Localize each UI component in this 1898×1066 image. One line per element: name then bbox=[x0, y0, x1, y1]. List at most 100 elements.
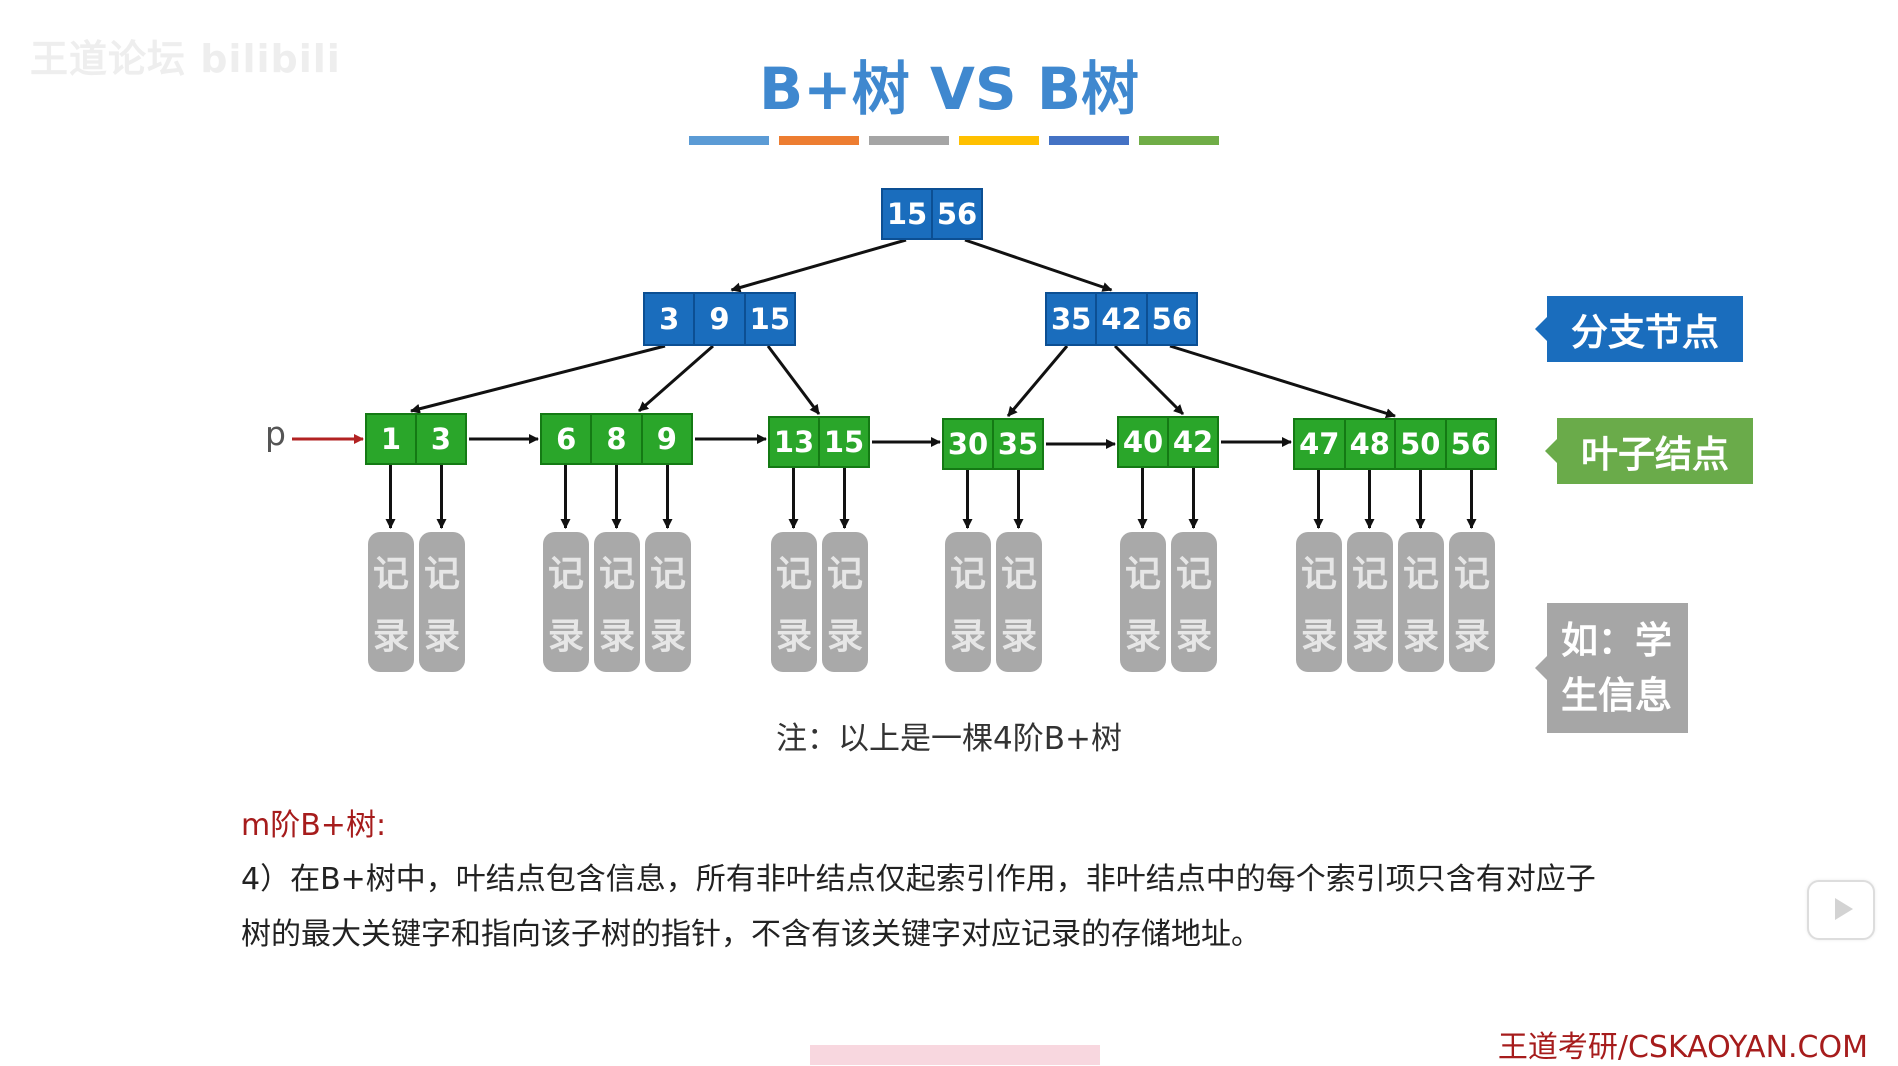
record-char: 录 bbox=[1402, 616, 1439, 657]
node-key: 42 bbox=[1167, 418, 1217, 466]
record-char: 记 bbox=[1175, 554, 1212, 595]
record-char: 记 bbox=[1453, 554, 1490, 595]
label-pointer-tip bbox=[1535, 656, 1547, 680]
record-block: 记录 bbox=[1171, 532, 1217, 672]
record-char: 录 bbox=[1300, 616, 1337, 657]
page-title: B+树 VS B树 bbox=[758, 55, 1140, 123]
node-key: 56 bbox=[931, 190, 981, 238]
node-key: 56 bbox=[1145, 294, 1196, 344]
branch-node-label: 分支节点 bbox=[1535, 296, 1743, 362]
color-segment bbox=[779, 136, 859, 145]
record-char: 记 bbox=[1124, 554, 1161, 595]
bilibili-watermark: 王道论坛 bilibili bbox=[30, 37, 341, 81]
record-char: 录 bbox=[775, 616, 812, 657]
node-key: 8 bbox=[590, 415, 640, 463]
node-key: 9 bbox=[640, 415, 691, 463]
node-key: 48 bbox=[1343, 420, 1395, 468]
tree-edge bbox=[1113, 344, 1185, 416]
leaf-node-label-text: 叶子结点 bbox=[1581, 433, 1729, 476]
record-char: 记 bbox=[598, 554, 635, 595]
record-char: 录 bbox=[1453, 616, 1490, 657]
color-bar bbox=[689, 136, 1219, 145]
record-block: 记录 bbox=[1398, 532, 1444, 672]
node-key: 13 bbox=[773, 425, 815, 459]
record-char: 录 bbox=[1000, 616, 1037, 657]
record-char: 记 bbox=[1300, 554, 1337, 595]
record-char: 录 bbox=[826, 616, 863, 657]
record-block: 记录 bbox=[594, 532, 640, 672]
tree-edge bbox=[964, 238, 1113, 292]
record-char: 记 bbox=[547, 554, 584, 595]
record-block: 记录 bbox=[645, 532, 691, 672]
color-segment bbox=[1139, 136, 1219, 145]
record-char: 记 bbox=[1351, 554, 1388, 595]
record-block: 记录 bbox=[1347, 532, 1393, 672]
record-char: 记 bbox=[1000, 554, 1037, 595]
tree-edge bbox=[1006, 345, 1069, 417]
node-key: 40 bbox=[1122, 425, 1164, 459]
record-block: 记录 bbox=[771, 532, 817, 672]
progress-strip bbox=[810, 1045, 1100, 1065]
label-pointer-tip bbox=[1535, 317, 1547, 341]
record-char: 录 bbox=[1124, 616, 1161, 657]
record-example-line2: 生信息 bbox=[1561, 674, 1672, 717]
node-key: 42 bbox=[1095, 294, 1145, 344]
record-block: 记录 bbox=[1449, 532, 1495, 672]
record-block: 记录 bbox=[996, 532, 1042, 672]
record-char: 记 bbox=[649, 554, 686, 595]
play-button[interactable] bbox=[1807, 880, 1875, 940]
node-key: 15 bbox=[818, 418, 868, 466]
node-key: 15 bbox=[886, 197, 928, 231]
leaf-node-label: 叶子结点 bbox=[1545, 418, 1753, 484]
node-key: 6 bbox=[556, 422, 577, 456]
body-line-2: 树的最大关键字和指向该子树的指针，不含有该关键字对应记录的存储地址。 bbox=[241, 917, 1261, 952]
node-key: 35 bbox=[1050, 302, 1092, 336]
record-block: 记录 bbox=[1296, 532, 1342, 672]
branch-node-label-text: 分支节点 bbox=[1571, 311, 1719, 354]
record-block: 记录 bbox=[419, 532, 465, 672]
tree-edge bbox=[766, 345, 821, 415]
section-title: m阶B+树: bbox=[241, 808, 387, 843]
section-body: 4）在B+树中，叶结点包含信息，所有非叶结点仅起索引作用，非叶结点中的每个索引项… bbox=[241, 852, 1701, 962]
record-char: 录 bbox=[1175, 616, 1212, 657]
record-char: 录 bbox=[949, 616, 986, 657]
node-key: 47 bbox=[1299, 427, 1340, 461]
node-key: 50 bbox=[1394, 420, 1445, 468]
record-char: 记 bbox=[423, 554, 460, 595]
footer-brand: 王道考研/CSKAOYAN.COM bbox=[1497, 1030, 1868, 1065]
record-char: 录 bbox=[598, 616, 635, 657]
pointer-p-label: p bbox=[265, 414, 286, 453]
record-char: 记 bbox=[1402, 554, 1439, 595]
record-char: 录 bbox=[547, 616, 584, 657]
body-line-1: 4）在B+树中，叶结点包含信息，所有非叶结点仅起索引作用，非叶结点中的每个索引项… bbox=[241, 862, 1596, 897]
color-segment bbox=[689, 136, 769, 145]
color-segment bbox=[1049, 136, 1129, 145]
record-block: 记录 bbox=[1120, 532, 1166, 672]
node-key: 15 bbox=[743, 294, 794, 344]
record-char: 记 bbox=[949, 554, 986, 595]
record-char: 录 bbox=[423, 616, 460, 657]
label-pointer-tip bbox=[1545, 439, 1557, 463]
record-char: 记 bbox=[775, 554, 812, 595]
record-block: 记录 bbox=[368, 532, 414, 672]
record-char: 记 bbox=[372, 554, 409, 595]
record-char: 录 bbox=[1351, 616, 1388, 657]
record-example-label: 如：学 生信息 bbox=[1535, 603, 1688, 733]
tree-edge bbox=[1169, 344, 1396, 419]
record-block: 记录 bbox=[543, 532, 589, 672]
node-key: 35 bbox=[992, 420, 1042, 468]
node-key: 30 bbox=[947, 427, 989, 461]
node-key: 9 bbox=[693, 294, 743, 344]
node-key: 56 bbox=[1444, 420, 1496, 468]
color-segment bbox=[869, 136, 949, 145]
node-key: 3 bbox=[415, 415, 465, 463]
record-char: 录 bbox=[372, 616, 409, 657]
